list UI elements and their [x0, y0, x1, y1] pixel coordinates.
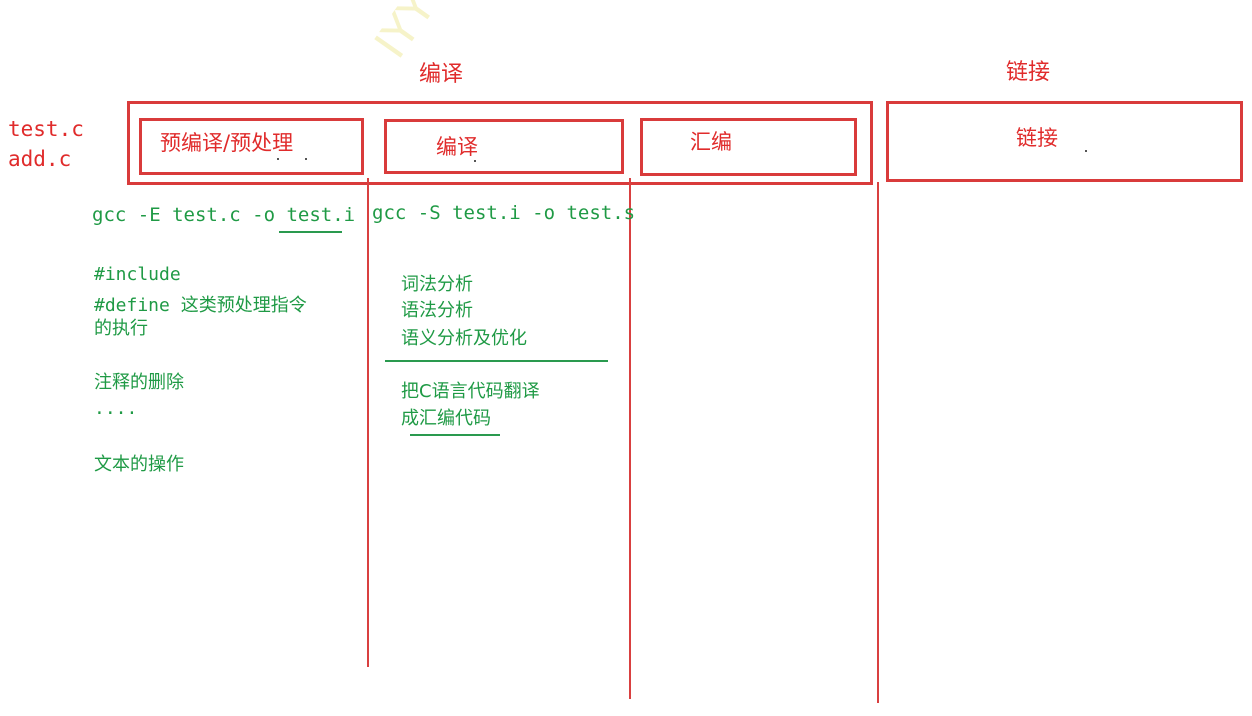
preprocess-note-ellipsis: ....	[94, 398, 138, 419]
preprocess-command-underline	[279, 231, 342, 233]
stage-box-link	[886, 101, 1243, 182]
stage-label-link: 链接	[1016, 126, 1058, 150]
source-file-add-c: add.c	[8, 147, 72, 171]
stray-dot	[305, 158, 307, 160]
compile-note-assembly: 成汇编代码	[401, 408, 491, 429]
compile-note-underline	[410, 434, 500, 436]
preprocess-note-comments: 注释的删除	[94, 372, 184, 393]
compile-command: gcc -S test.i -o test.s	[372, 202, 636, 224]
source-file-test-c: test.c	[8, 117, 84, 141]
stage-box-compile	[384, 119, 624, 174]
preprocess-note-execute: 的执行	[94, 318, 148, 339]
divider-compile-assemble	[629, 178, 631, 699]
preprocess-note-text-ops: 文本的操作	[94, 454, 184, 475]
stray-dot	[474, 160, 476, 162]
preprocess-command: gcc -E test.c -o test.i	[92, 204, 356, 226]
stage-label-preprocess: 预编译/预处理	[160, 131, 294, 155]
stage-box-preprocess	[139, 118, 364, 175]
preprocess-note-include: #include	[94, 264, 181, 285]
compile-note-lexical: 词法分析	[401, 274, 473, 295]
divider-assemble-link	[877, 182, 879, 703]
stage-label-assemble: 汇编	[690, 130, 732, 154]
stage-label-compile: 编译	[436, 135, 478, 159]
compile-note-translate: 把C语言代码翻译	[401, 381, 540, 402]
stray-dot	[277, 158, 279, 160]
stage-box-assemble	[640, 118, 857, 176]
link-group-header: 链接	[1006, 60, 1051, 85]
stray-dot	[1085, 150, 1087, 152]
divider-preprocess-compile	[367, 178, 369, 667]
compile-group-header: 编译	[419, 62, 464, 87]
compile-group-box	[127, 101, 873, 185]
compile-notes-separator	[385, 360, 608, 362]
compile-note-semantic: 语义分析及优化	[401, 328, 527, 349]
preprocess-note-define: #define 这类预处理指令	[94, 295, 307, 316]
compile-note-syntax: 语法分析	[401, 300, 473, 321]
